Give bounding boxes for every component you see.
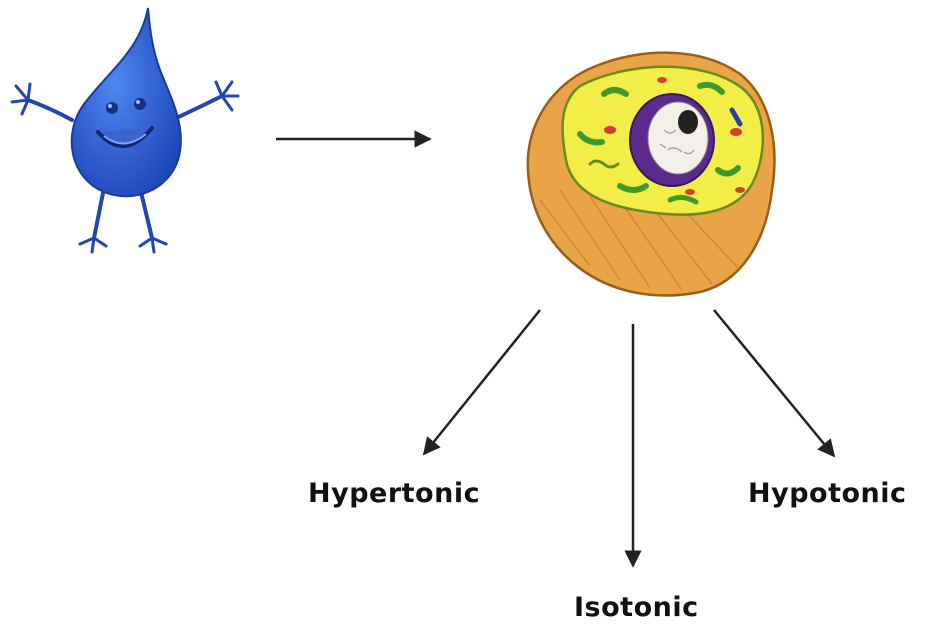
water-drop-character-icon — [12, 8, 238, 252]
label-hypertonic: Hypertonic — [308, 478, 480, 509]
arrow-to-hypertonic — [424, 310, 540, 454]
arrow-to-hypotonic — [714, 310, 834, 456]
plant-cell-icon — [528, 53, 775, 296]
label-isotonic: Isotonic — [574, 592, 699, 623]
label-hypotonic: Hypotonic — [748, 478, 907, 509]
